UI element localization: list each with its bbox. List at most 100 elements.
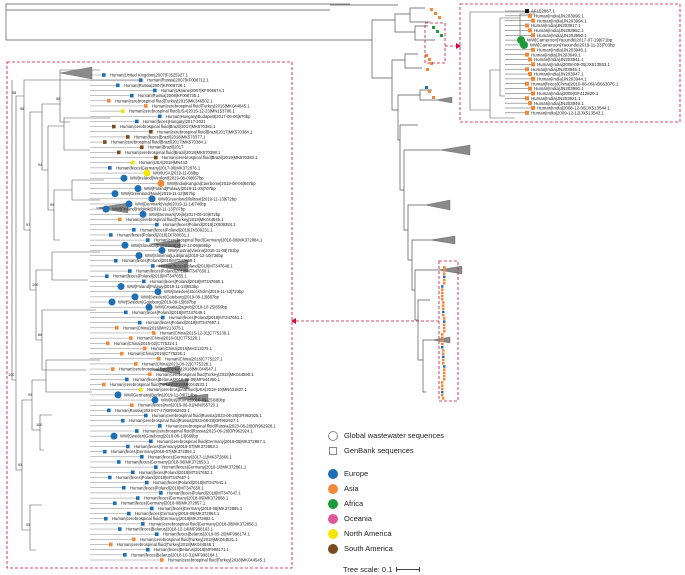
tip-label: Human|Ukraine|2007|KF008674.1 (161, 88, 225, 93)
tip-marker (441, 346, 444, 349)
tip-marker (443, 266, 446, 269)
main-tree (5, 3, 440, 393)
legend-south-america-label: South America (344, 544, 393, 553)
tip-marker (441, 387, 444, 391)
genbank-tip-marker (525, 81, 529, 86)
tip-label: Human|feces|Poland|2018|JX780831.1 (117, 232, 190, 237)
genbank-tip-marker (121, 109, 125, 113)
asia-color-icon (328, 483, 338, 494)
africa-color-icon (328, 498, 338, 509)
tip-label: WW|Greenland|Nuuk|2019-11-13|667bp (121, 191, 196, 196)
genbank-tip-marker (154, 465, 158, 469)
genbank-tip-marker (121, 418, 125, 423)
genbank-tip-marker (155, 222, 159, 227)
tip-label: Human|India|JN203946.1 (537, 47, 587, 52)
tip-label: Human|feces|Poland|2018|MT347650.1 (136, 269, 210, 274)
genbank-tip-marker (528, 86, 532, 91)
tip-label: Human|India|JN203952.1 (534, 28, 584, 33)
tip-marker (430, 62, 433, 65)
north-america-color-icon (328, 528, 338, 539)
wastewater-tip-marker (139, 210, 147, 218)
tip-marker (443, 365, 446, 368)
connector-arrows (296, 45, 456, 322)
tip-label: WW|Denmark|Vejle|2019-11-14|746bp (135, 201, 207, 206)
genbank-tip-marker (114, 258, 118, 263)
wastewater-tip-marker (158, 246, 166, 254)
tip-marker (442, 310, 445, 314)
legend-wastewater: Global wastewater sequences (328, 428, 558, 443)
tip-label: WW|Ireland|Wexford|2019-08-09|667bp (130, 176, 204, 181)
tip-marker (425, 54, 428, 57)
genbank-tip-marker (131, 160, 135, 165)
tip-label: Human|India|JN203960.1 (534, 86, 584, 91)
genbank-tip-marker (103, 140, 107, 144)
tip-label: Human|China|2016|C775226.1 (128, 351, 186, 356)
tip-label: Human|cerebrospinal fluid|Russia|2023-08… (129, 418, 239, 423)
top-right-tree (469, 11, 540, 119)
tip-label: Human|China|2016|C775227.1 (165, 356, 223, 361)
tip-marker (440, 34, 443, 37)
tip-marker (442, 304, 445, 307)
genbank-tip-marker (528, 28, 532, 33)
genbank-tip-marker (135, 429, 139, 433)
highlight-box-left-panel (6, 61, 293, 569)
tip-label: Human|cerebrospinal fluid|Turkey|2018|MK… (156, 372, 254, 377)
wastewater-tip-marker (114, 391, 122, 399)
bootstrap-value: 95 (18, 463, 22, 467)
tip-label: Human|cerebrospinal fluid|Russia|2023-06… (143, 429, 253, 434)
legend-south-america: South America (328, 541, 558, 556)
tip-marker (443, 378, 446, 381)
genbank-tip-marker (161, 315, 165, 320)
tip-marker (441, 333, 444, 336)
genbank-tip-marker (531, 106, 535, 110)
tip-label: Human|China|2016|MH213375.1 (123, 325, 185, 330)
tip-marker (438, 16, 441, 19)
wastewater-tip-marker (148, 195, 156, 203)
tip-label: Human|feces|Poland|2018|MT347651.1 (169, 315, 243, 320)
tip-marker (441, 291, 444, 295)
genbank-tip-marker (525, 9, 529, 13)
tip-marker (441, 294, 444, 298)
tip-label: Human|feces|Belarus|2018|MF998171.1 (154, 547, 230, 552)
genbank-tip-marker (108, 166, 112, 170)
wastewater-tip-marker (157, 179, 165, 187)
tip-marker (443, 323, 446, 327)
genbank-tip-marker (144, 104, 148, 108)
genbank-tip-marker (528, 13, 532, 18)
genbank-tip-marker (141, 522, 145, 526)
tip-marker (443, 330, 446, 333)
tip-marker (434, 12, 437, 15)
bootstrap-value: 94 (38, 163, 42, 167)
genbank-tip-marker (111, 367, 115, 371)
wastewater-tip-marker (110, 432, 118, 440)
tip-marker (430, 8, 433, 11)
tip-label: Human|cerebrospinal fluid|Russia|2023-06… (152, 413, 262, 418)
tip-label: Human|feces|Poland|2018|JX509231.1 (140, 227, 213, 232)
circle-icon (328, 430, 338, 441)
tip-label: WW|Italy|Rome|2019-09-25|680bp (161, 398, 226, 403)
tip-label: Human|India|JN203945.1 (531, 67, 581, 72)
genbank-tip-marker (131, 470, 135, 475)
tip-marker (442, 358, 445, 362)
tip-marker (441, 285, 444, 288)
legend-asia-label: Asia (344, 484, 359, 493)
tip-label: Human|feces|Poland|2018|JX509284.1 (163, 222, 236, 227)
tip-marker (441, 288, 444, 291)
genbank-tip-marker (115, 326, 119, 330)
tip-label: Human|feces|Poland|2018|MT347652.1 (139, 470, 213, 475)
genbank-tip-marker (139, 78, 143, 82)
tip-label: Human|Hungary|Budapest|2017-06-06|670bp (166, 114, 251, 119)
genbank-tip-marker (148, 372, 152, 377)
tip-label: Human|feces|Germany|2018-08|MK372865.1 (158, 506, 243, 511)
genbank-tip-marker (528, 72, 532, 77)
genbank-tip-marker (118, 217, 122, 222)
tip-label: Human|India|JN203994.1 (537, 18, 587, 23)
tip-marker (425, 86, 428, 89)
wastewater-tip-marker (143, 169, 151, 177)
legend-africa-label: Africa (344, 499, 364, 508)
genbank-tip-marker (104, 516, 108, 521)
bootstrap-value: 99 (28, 393, 32, 397)
tip-marker (443, 269, 446, 272)
tip-marker (436, 30, 439, 33)
tip-label: Human|India|JN203947.1 (534, 72, 584, 77)
